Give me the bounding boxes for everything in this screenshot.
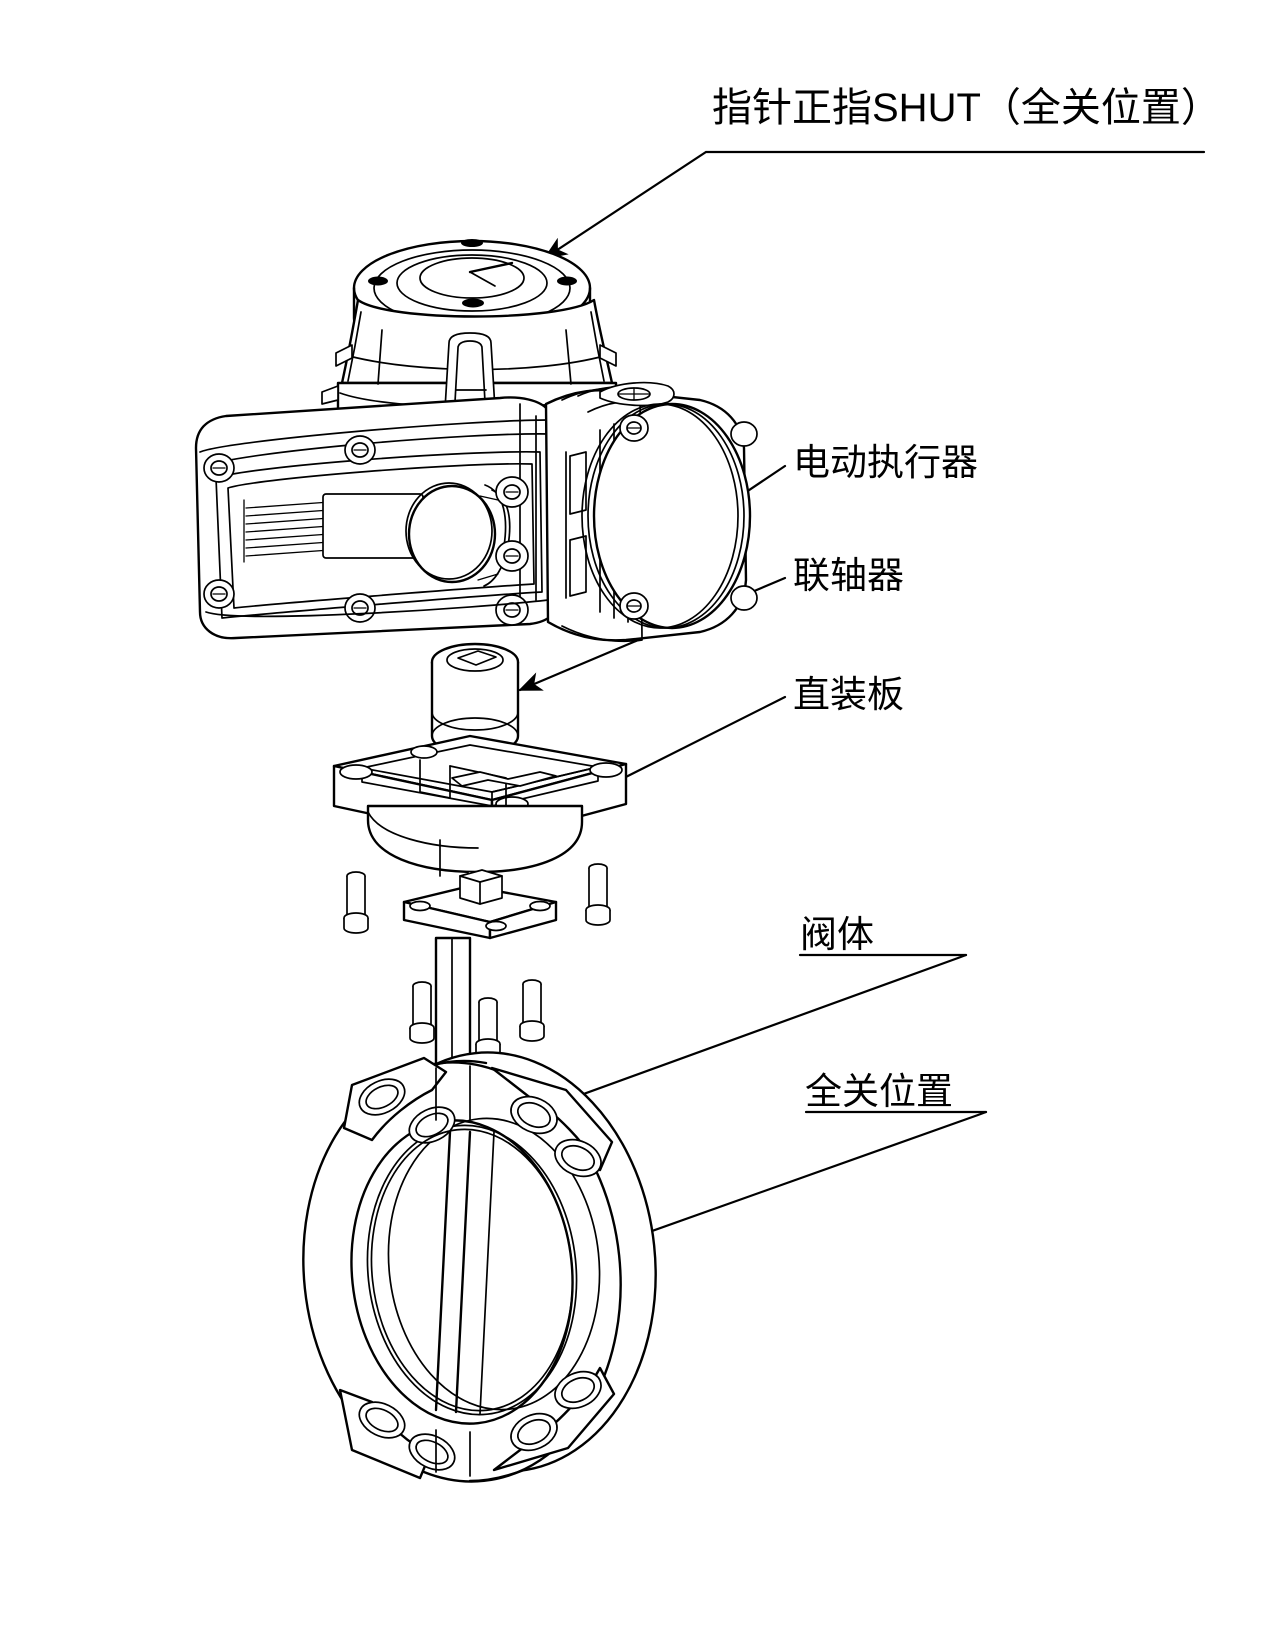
bracket-bolt-left [343,871,369,934]
valve-bolt-1 [409,981,435,1044]
valve-bolts [409,979,545,1060]
leader-pointer-shut [543,150,1206,260]
valve-bolt-2 [475,997,501,1060]
valve-disc [370,1128,574,1415]
stem-adapter-plate [402,869,558,940]
callout-electric-actuator: 电动执行器 [793,442,978,483]
bracket-bolts [343,863,611,934]
actuator-body [194,396,562,640]
callout-coupling: 联轴器 [793,555,904,596]
actuator-vents [243,495,333,563]
valve-bolt-3 [519,979,545,1042]
callout-mounting-plate: 直装板 [793,674,904,715]
bracket-bolt-right [585,863,611,926]
callout-pointer-shut: 指针正指SHUT（全关位置） [712,86,1221,130]
leader-mounting-plate [598,695,787,792]
callout-closed-position: 全关位置 [805,1071,953,1112]
actuator-motor-cover [544,381,758,643]
callout-valve-body: 阀体 [800,914,874,955]
butterfly-valve-body [302,1051,657,1483]
